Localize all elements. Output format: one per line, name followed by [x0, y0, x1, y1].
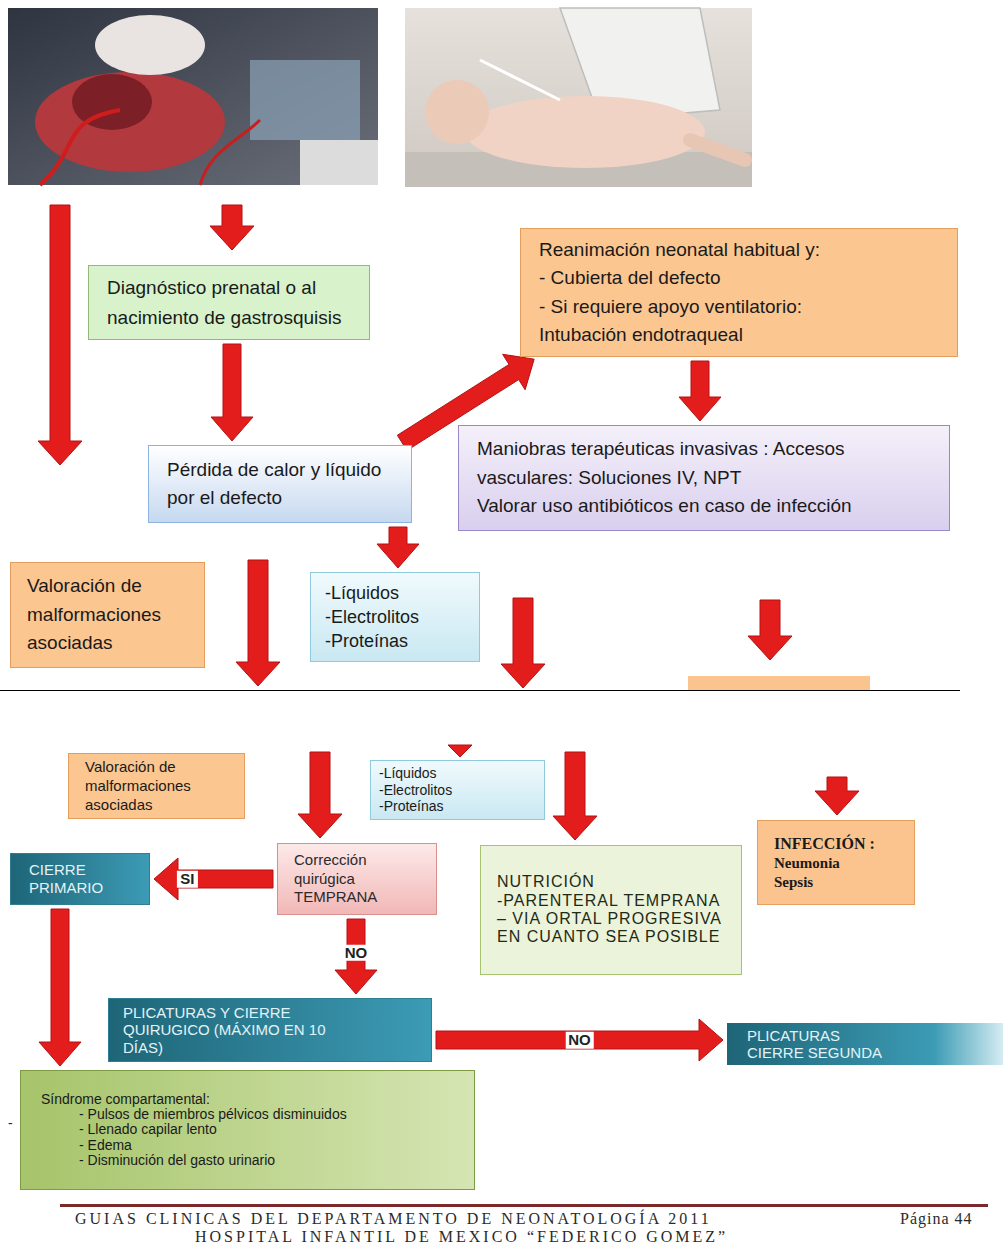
- block-arrow: [39, 909, 81, 1066]
- node-text: -Electrolitos: [379, 782, 536, 799]
- complication-box: Síndrome compartamental:- Pulsos de miem…: [20, 1070, 475, 1190]
- stray-mark: -: [8, 1116, 13, 1131]
- node-text: - Pulsos de miembros pélvicos disminuido…: [41, 1107, 454, 1122]
- action-box: Maniobras terapéuticas invasivas : Acces…: [458, 425, 950, 531]
- tube: [40, 110, 120, 185]
- block-arrow: [436, 1019, 723, 1061]
- page-cut-line: [0, 690, 960, 691]
- action-box: Reanimación neonatal habitual y:- Cubier…: [520, 228, 958, 357]
- complication-box: INFECCIÓN :NeumoniaSepsis: [757, 820, 915, 905]
- edge-label: NO: [342, 945, 371, 962]
- tube: [200, 120, 260, 185]
- list-box: -Líquidos-Electrolitos-Proteínas: [310, 572, 480, 662]
- assessment-box: Valoración de malformaciones asociadas: [10, 562, 205, 668]
- node-text: Diagnóstico prenatal o al nacimiento de …: [107, 273, 351, 332]
- clinical-photo: [8, 8, 378, 185]
- node-text: Maniobras terapéuticas invasivas : Acces…: [477, 435, 931, 492]
- node-text: Pérdida de calor y líquido por el defect…: [167, 456, 393, 513]
- node-text: Sepsis: [774, 873, 898, 892]
- node-text: -Electrolitos: [325, 605, 465, 629]
- node-text: Valoración de malformaciones asociadas: [85, 758, 228, 814]
- node-text: PLICATURAS CIERRE SEGUNDA: [747, 1027, 893, 1062]
- block-arrow: [236, 560, 280, 686]
- node-text: NUTRICIÓN: [497, 873, 727, 891]
- block-arrow: [298, 752, 342, 838]
- drape: [300, 140, 378, 185]
- block-arrow: [748, 600, 792, 660]
- page-number: Página 44: [900, 1210, 973, 1228]
- clinical-photo: [405, 8, 752, 187]
- block-arrow: [377, 527, 419, 568]
- edge-label: NO: [565, 1032, 594, 1049]
- node-text: Síndrome compartamental:: [41, 1092, 454, 1107]
- block-arrow: [448, 745, 472, 757]
- node-text: -Líquidos: [379, 765, 536, 782]
- node-text: INFECCIÓN :: [774, 834, 898, 854]
- node-text: -Proteínas: [325, 629, 465, 653]
- plastic-cover: [250, 60, 360, 140]
- process-box: Pérdida de calor y líquido por el defect…: [148, 445, 412, 523]
- node-text: - Si requiere apoyo ventilatorio: Intuba…: [539, 293, 877, 350]
- newborn: [465, 96, 705, 168]
- node-text: Reanimación neonatal habitual y:: [539, 236, 877, 265]
- list-box: -Líquidos-Electrolitos-Proteínas: [370, 760, 545, 820]
- outcome-box: PLICATURAS Y CIERRE QUIRUGICO (MÁXIMO EN…: [108, 998, 432, 1062]
- node-text: -Líquidos: [325, 581, 465, 605]
- tube: [480, 60, 560, 100]
- outcome-box: CIERRE PRIMARIO: [10, 853, 150, 905]
- nutrition-box: NUTRICIÓN-PARENTERAL TEMPRANA – VIA ORTA…: [480, 845, 742, 975]
- gloved-hand: [95, 15, 205, 75]
- footer-text: HOSPITAL INFANTIL DE MEXICO “FEDERICO GO…: [195, 1228, 728, 1246]
- block-arrow: [501, 598, 545, 688]
- block-arrow: [154, 858, 273, 900]
- newborn-head: [425, 80, 489, 144]
- process-box: Diagnóstico prenatal o al nacimiento de …: [88, 265, 370, 340]
- cut-box-fragment: [688, 676, 870, 690]
- block-arrow: [679, 361, 721, 421]
- block-arrow: [553, 752, 597, 840]
- footer-rule: [60, 1204, 988, 1207]
- node-text: -PARENTERAL TEMPRANA – VIA ORTAL PROGRES…: [497, 892, 727, 947]
- block-arrow: [211, 344, 253, 441]
- process-box: Corrección quirúgica TEMPRANA: [277, 843, 437, 915]
- node-text: - Cubierta del defecto: [539, 264, 877, 293]
- node-text: -Proteínas: [379, 798, 536, 815]
- block-arrow: [210, 205, 254, 250]
- assessment-box: Valoración de malformaciones asociadas: [68, 753, 245, 819]
- node-text: Corrección quirúgica TEMPRANA: [294, 851, 420, 907]
- node-text: CIERRE PRIMARIO: [29, 861, 131, 897]
- newborn-leg: [690, 140, 745, 160]
- block-arrow: [38, 205, 82, 465]
- node-text: Neumonia: [774, 854, 898, 873]
- block-arrow: [335, 919, 377, 994]
- node-text: - Edema: [41, 1138, 454, 1153]
- node-text: Valoración de malformaciones asociadas: [27, 572, 188, 658]
- node-text: PLICATURAS Y CIERRE QUIRUGICO (MÁXIMO EN…: [123, 1004, 331, 1056]
- edge-label: SI: [177, 871, 197, 888]
- node-text: - Disminución del gasto urinario: [41, 1153, 454, 1168]
- node-text: Valorar uso antibióticos en caso de infe…: [477, 492, 931, 521]
- outcome-box: PLICATURAS CIERRE SEGUNDA: [727, 1023, 1003, 1065]
- block-arrow: [815, 777, 859, 815]
- node-text: - Llenado capilar lento: [41, 1122, 454, 1137]
- footer-text: GUIAS CLINICAS DEL DEPARTAMENTO DE NEONA…: [75, 1210, 712, 1228]
